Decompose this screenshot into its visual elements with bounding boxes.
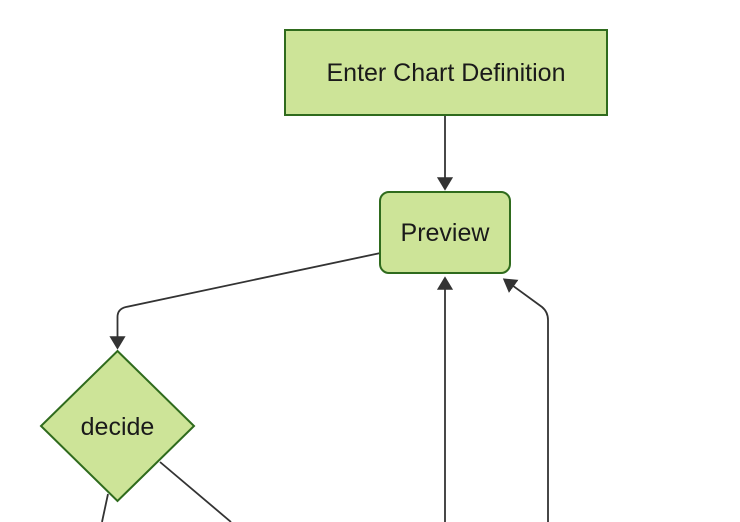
node-preview: Preview	[379, 191, 511, 274]
node-enter-chart-definition-label: Enter Chart Definition	[326, 59, 565, 87]
edge-layer	[101, 115, 549, 522]
node-decide: decide	[39, 349, 196, 503]
node-enter-chart-definition: Enter Chart Definition	[284, 29, 608, 116]
node-enter-chart-definition-shape	[284, 29, 608, 116]
node-preview-shape	[379, 191, 511, 274]
node-preview-label: Preview	[401, 219, 491, 247]
edge-decide-to-offscreen-bottom-right	[159, 461, 232, 522]
edge-decide-to-offscreen-bottom-left	[101, 493, 109, 522]
node-decide-shape	[39, 349, 196, 503]
edge-preview-to-decide	[109, 252, 381, 350]
edge-offscreen-bottom-right-to-preview	[502, 278, 549, 522]
node-decide-label: decide	[81, 413, 155, 441]
